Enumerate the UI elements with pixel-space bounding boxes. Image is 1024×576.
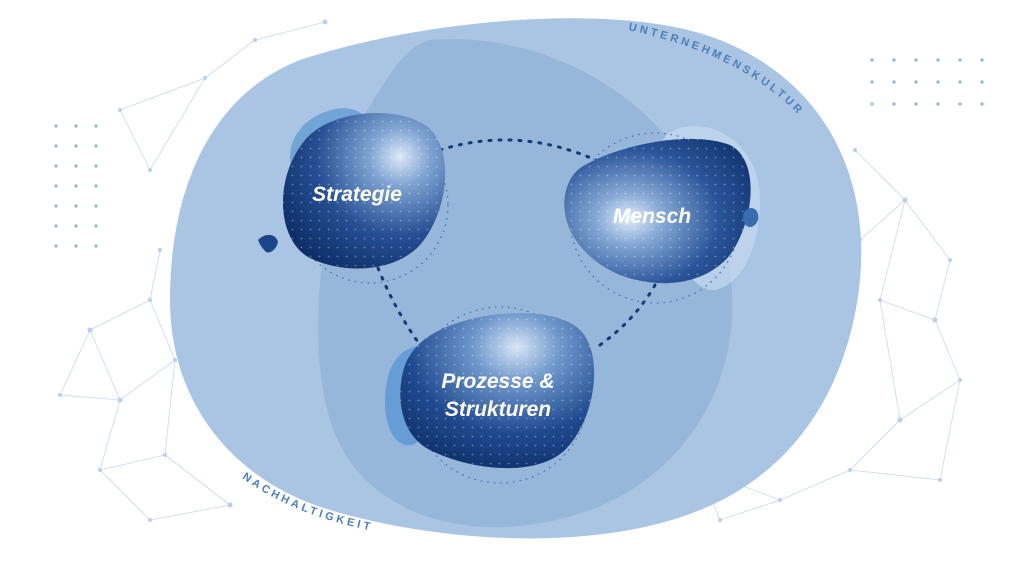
grid-dot <box>54 204 58 208</box>
network-decoration-right <box>698 148 962 522</box>
grid-dot <box>74 244 78 248</box>
grid-dot <box>74 164 78 168</box>
grid-dot <box>958 80 962 84</box>
node-prozesse: Prozesse & Strukturen <box>385 306 595 484</box>
grid-dot <box>94 184 98 188</box>
node-strategie: Strategie <box>282 108 449 284</box>
grid-dot <box>54 184 58 188</box>
grid-dot <box>870 102 874 106</box>
grid-dot <box>914 102 918 106</box>
grid-dot <box>980 58 984 62</box>
connector-mensch-prozesse <box>598 283 657 347</box>
droplet-decoration <box>258 234 278 253</box>
node-mensch-label: Mensch <box>613 205 691 228</box>
node-strategie-ring <box>291 126 449 284</box>
node-strategie-texture <box>282 113 446 269</box>
node-mensch: Mensch <box>564 126 760 304</box>
grid-dot <box>936 80 940 84</box>
node-mensch-accent <box>742 208 759 228</box>
dot-grid-left <box>54 124 98 248</box>
grid-dot <box>980 80 984 84</box>
grid-dot <box>914 58 918 62</box>
grid-dot <box>892 102 896 106</box>
connector-strategie-mensch <box>438 138 602 164</box>
grid-dot <box>936 58 940 62</box>
grid-dot <box>94 204 98 208</box>
connector-strategie-prozesse <box>376 266 422 347</box>
grid-dot <box>54 164 58 168</box>
grid-dot <box>870 80 874 84</box>
node-prozesse-texture <box>400 313 595 469</box>
grid-dot <box>94 124 98 128</box>
node-strategie-label: Strategie <box>312 183 402 206</box>
grid-dot <box>74 144 78 148</box>
grid-dot <box>958 58 962 62</box>
grid-dot <box>94 244 98 248</box>
grid-dot <box>892 80 896 84</box>
grid-dot <box>980 102 984 106</box>
grid-dot <box>74 184 78 188</box>
grid-dot <box>54 224 58 228</box>
grid-dot <box>936 102 940 106</box>
grid-dot <box>94 224 98 228</box>
grid-dot <box>94 164 98 168</box>
grid-dot <box>54 124 58 128</box>
grid-dot <box>74 204 78 208</box>
network-decoration-left <box>58 19 328 522</box>
grid-dot <box>914 80 918 84</box>
grid-dot <box>54 244 58 248</box>
grid-dot <box>94 144 98 148</box>
node-prozesse-label-line2: Strukturen <box>445 398 551 421</box>
grid-dot <box>74 124 78 128</box>
grid-dot <box>74 224 78 228</box>
grid-dot <box>958 102 962 106</box>
node-mensch-texture <box>564 138 751 284</box>
grid-dot <box>54 144 58 148</box>
grid-dot <box>870 58 874 62</box>
grid-dot <box>892 58 896 62</box>
connection-lines <box>376 138 657 347</box>
node-prozesse-label-line1: Prozesse & <box>441 370 554 393</box>
dot-grid-right <box>870 58 984 106</box>
